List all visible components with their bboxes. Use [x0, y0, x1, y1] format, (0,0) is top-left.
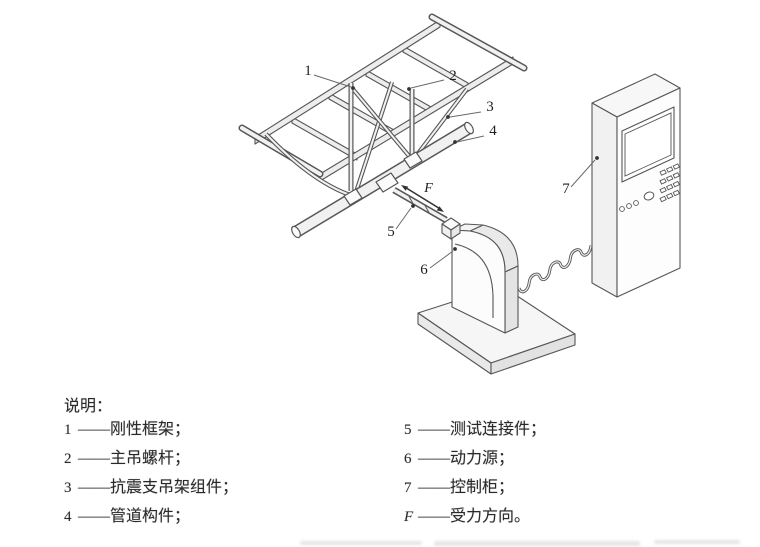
scan-artifact	[300, 541, 422, 545]
control-cabinet	[591, 73, 681, 298]
legend-item-separator: ——	[78, 450, 110, 467]
legend-item: F——受力方向。	[404, 507, 546, 536]
legend-item-term: 主吊螺杆；	[110, 450, 191, 467]
legend-item-separator: ——	[418, 479, 450, 496]
legend-item-term: 控制柜；	[450, 479, 515, 496]
cabinet-buttons	[619, 200, 639, 212]
main-hanger-rods	[348, 83, 415, 191]
part-label-1: 1	[304, 63, 312, 79]
part-label-7: 7	[562, 181, 570, 197]
legend-item-key: 5	[404, 422, 412, 438]
cabinet-side	[591, 102, 618, 298]
legend-item-separator: ——	[78, 421, 110, 438]
legend-item-term: 测试连接件；	[450, 421, 547, 438]
legend-item-separator: ——	[418, 508, 450, 525]
legend-title: 说明：	[64, 398, 113, 415]
legend-item-separator: ——	[418, 421, 450, 438]
legend-item-separator: ——	[78, 479, 110, 496]
connector-coupler	[441, 217, 461, 240]
legend-item-term: 受力方向。	[450, 508, 531, 525]
legend-item-separator: ——	[78, 508, 110, 525]
pipe-clamp-right	[403, 151, 423, 169]
legend-item-key: 4	[64, 509, 72, 525]
legend-item: 6 ——动力源；	[404, 449, 546, 478]
cabinet-keypad	[659, 163, 681, 203]
part-label-4: 4	[489, 123, 497, 139]
legend-item-term: 动力源；	[450, 450, 515, 467]
legend-item-key: 1	[64, 422, 72, 438]
legend-item: 2 ——主吊螺杆；	[64, 449, 238, 478]
part-label-5: 5	[387, 224, 395, 240]
test-connector	[375, 172, 448, 223]
legend-item-separator: ——	[418, 450, 450, 467]
arrowhead-up-left	[401, 185, 409, 191]
part-label-6: 6	[420, 262, 428, 278]
legend-item: 7 ——控制柜；	[404, 478, 546, 507]
part-label-F: F	[423, 181, 433, 196]
legend-item: 4 ——管道构件；	[64, 507, 238, 536]
seismic-brace-assembly	[264, 81, 469, 197]
legend-column-right: 5——测试连接件； 6——动力源； 7——控制柜； F——受力方向。	[404, 420, 546, 536]
rigid-frame	[238, 13, 528, 182]
cabinet-knob	[643, 191, 655, 201]
scan-artifact	[654, 540, 740, 544]
force-direction-arrow: F	[401, 181, 444, 212]
legend-item-key: 3	[64, 480, 72, 496]
pipe-clamp-left	[343, 188, 363, 206]
power-source	[417, 217, 576, 375]
legend-item: 5 ——测试连接件；	[404, 420, 546, 449]
legend-item-term: 管道构件；	[110, 508, 191, 525]
part-label-2: 2	[449, 68, 457, 84]
part-label-3: 3	[486, 99, 494, 115]
cabinet-screen	[621, 106, 675, 183]
arrowhead-down-right	[436, 206, 444, 212]
legend-item-term: 刚性框架；	[110, 421, 191, 438]
legend-item-key: 7	[404, 480, 412, 496]
legend-item: 3 ——抗震支吊架组件；	[64, 478, 238, 507]
legend-item-term: 抗震支吊架组件；	[110, 479, 239, 496]
legend-item-key: F	[404, 509, 414, 525]
scan-artifact	[434, 541, 640, 546]
legend-column-left: 1——刚性框架； 2——主吊螺杆； 3——抗震支吊架组件； 4——管道构件；	[64, 420, 238, 536]
legend-item-key: 2	[64, 451, 72, 467]
legend-item: 1 ——刚性框架；	[64, 420, 238, 449]
connection-cable	[517, 245, 593, 294]
legend-item-key: 6	[404, 451, 412, 467]
connector-clamp	[375, 172, 399, 193]
part-label-leaders: 1 2 3 4 5 6 7	[304, 63, 599, 278]
